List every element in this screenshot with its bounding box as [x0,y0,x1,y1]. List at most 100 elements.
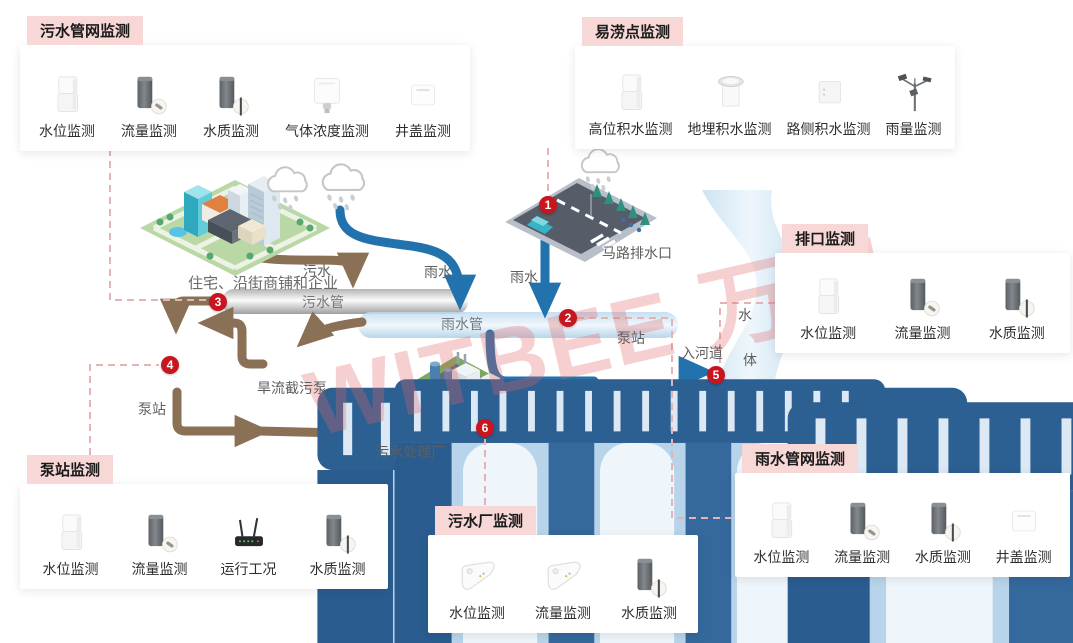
device-label: 气体浓度监测 [285,123,369,139]
device-label: 流量监测 [535,605,591,621]
device-label: 运行工况 [220,561,277,577]
panel-title: 雨水管网监测 [742,444,859,473]
roadside-water-device-icon [803,70,855,116]
wallmount-flow-device-icon [537,554,589,600]
marker-3: 3 [209,293,227,311]
panel-body: 高位积水监测 地埋积水监测 路侧积水监测 雨量监测 [575,46,955,149]
device-label: 水位监测 [449,605,505,621]
water-body-label: 水 [738,307,752,323]
water-level-device-icon [45,510,97,556]
panel-sewage-plant-monitoring: 污水厂监测 水位监测 流量监测 水质监测 [428,506,698,633]
city-illustration [140,176,330,276]
panel-body: 水位监测 流量监测 水质监测 气体浓度监测 井盖监测 [20,45,470,151]
device-item: 地埋积水监测 [688,70,772,139]
device-label: 流量监测 [834,549,891,565]
device-item: 水位监测 [753,498,809,567]
panel-pump-station-monitoring: 泵站监测 水位监测 流量监测 运行工况 水质监测 [20,455,388,589]
device-item: 水质监测 [203,72,259,141]
flow-meter-device-icon [123,72,175,118]
flow-meter-device-icon [836,498,888,544]
panel-title: 易涝点监测 [582,17,684,46]
panel-flood-point-monitoring: 易涝点监测 高位积水监测 地埋积水监测 路侧积水监测 雨量监测 [575,17,955,149]
device-item: 流量监测 [121,72,177,141]
device-item: 水位监测 [449,554,505,623]
device-item: 井盖监测 [395,72,451,141]
device-label: 水质监测 [988,325,1045,341]
device-label: 高位积水监测 [588,121,673,137]
device-item: 气体浓度监测 [285,72,369,141]
city-label: 住宅、沿街商铺和企业 [188,275,339,292]
gas-concentration-device-icon [301,72,353,118]
water-quality-device-icon [917,498,969,544]
water-level-device-icon [755,498,807,544]
device-label: 井盖监测 [995,549,1052,565]
dry-flow-pump-label: 旱流截污泵 [257,380,327,396]
water-body-label: 体 [743,352,757,368]
device-label: 路侧积水监测 [786,121,871,137]
device-label: 流量监测 [894,325,951,341]
treatment-plant-label: 污水处理厂 [375,444,445,460]
device-label: 水位监测 [753,549,810,565]
device-item: 水质监测 [989,274,1045,343]
panel-title: 排口监测 [782,224,869,253]
water-quality-device-icon [623,554,675,600]
device-label: 水质监测 [621,605,677,621]
flow-meter-device-icon [896,274,948,320]
sewage-flow-label: 污水 [303,263,331,279]
device-label: 雨量监测 [885,121,942,137]
operation-status-device-icon [223,510,275,556]
device-label: 水质监测 [309,561,366,577]
panel-title: 污水厂监测 [435,506,537,535]
panel-rain-network-monitoring: 雨水管网监测 水位监测 流量监测 水质监测 井盖监测 [735,444,1070,577]
device-item: 水质监测 [915,498,971,567]
sewage-pipe-label: 污水管 [302,294,344,310]
device-item: 流量监测 [132,510,188,579]
device-label: 水位监测 [42,561,99,577]
device-item: 水位监测 [800,274,856,343]
flow-meter-device-icon [134,510,186,556]
device-label: 流量监测 [121,123,177,139]
road-illustration [505,178,657,262]
device-label: 水质监测 [914,549,971,565]
water-level-device-icon [605,70,657,116]
panel-body: 水位监测 流量监测 水质监测 [428,535,698,633]
panel-title: 泵站监测 [27,455,114,484]
water-quality-device-icon [991,274,1043,320]
sewage-pipe [222,289,468,314]
device-label: 水质监测 [203,123,259,139]
manhole-cover-device-icon [998,498,1050,544]
marker-1: 1 [539,196,557,214]
panel-outlet-monitoring: 排口监测 水位监测 流量监测 水质监测 [775,224,1070,353]
rain-gauge-device-icon [888,70,940,116]
device-item: 流量监测 [894,274,950,343]
marker-2: 2 [559,309,577,327]
rain-flow-left-label: 雨水 [424,264,452,280]
device-item: 高位积水监测 [589,70,673,139]
panel-sewage-network-monitoring: 污水管网监测 水位监测 流量监测 水质监测 气体浓度监测 井盖监测 [20,16,470,151]
device-item: 流量监测 [834,498,890,567]
device-label: 地埋积水监测 [687,121,772,137]
device-item: 水位监测 [39,72,95,141]
pump-left-label: 泵站 [138,401,166,417]
marker-5: 5 [707,366,725,384]
water-quality-device-icon [312,510,364,556]
device-item: 雨量监测 [886,70,942,139]
panel-body: 水位监测 流量监测 水质监测 [775,253,1070,353]
device-label: 水位监测 [800,325,857,341]
rain-flow-right-label: 雨水 [510,269,538,285]
road-outlet-label: 马路排水口 [602,245,672,261]
manhole-cover-device-icon [397,72,449,118]
water-quality-device-icon [205,72,257,118]
device-item: 水质监测 [621,554,677,623]
to-river-label: 入河道 [681,345,723,361]
device-item: 水质监测 [310,510,366,579]
device-item: 水位监测 [43,510,99,579]
panel-body: 水位监测 流量监测 水质监测 井盖监测 [735,473,1070,577]
panel-body: 水位监测 流量监测 运行工况 水质监测 [20,484,388,589]
device-item: 流量监测 [535,554,591,623]
device-item: 井盖监测 [996,498,1052,567]
device-label: 水位监测 [39,123,95,139]
rain-cloud-icon [321,163,366,213]
rain-pipe [358,312,678,338]
